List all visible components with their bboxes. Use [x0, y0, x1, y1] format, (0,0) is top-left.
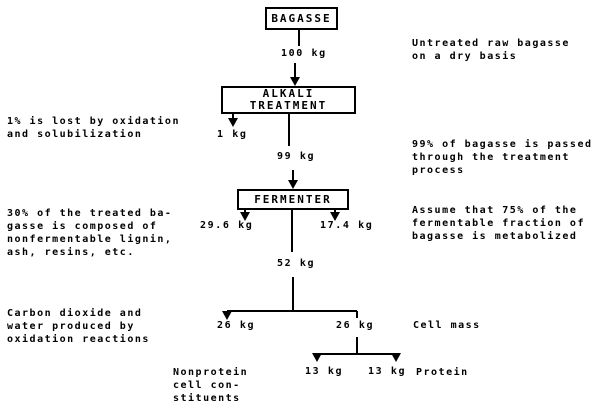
flow-label-loss: 1 kg	[217, 129, 248, 140]
note-metabolized-assume: Assume that 75% of the fermentable fract…	[412, 205, 585, 242]
alkali-treatment-box: ALKALI TREATMENT	[221, 86, 356, 114]
note-cell-mass: Cell mass	[413, 320, 481, 331]
flow-label-treated: 99 kg	[277, 151, 316, 162]
flow-label-feed: 100 kg	[281, 48, 327, 59]
note-nonprotein-constituents: Nonprotein cell con- stituents	[173, 367, 249, 404]
fermenter-box: FERMENTER	[237, 189, 349, 210]
flow-label-cell-mass: 26 kg	[336, 320, 375, 331]
bagasse-box: BAGASSE	[265, 7, 338, 30]
arrowhead-unmetab	[330, 212, 340, 221]
arrowhead-feed	[290, 77, 300, 86]
note-co2-water: Carbon dioxide and water produced by oxi…	[7, 308, 150, 345]
flow-label-metabolized: 52 kg	[277, 258, 316, 269]
flow-label-nonfermentable: 29.6 kg	[200, 220, 254, 231]
fermenter-box-label: FERMENTER	[254, 192, 332, 206]
flow-label-nonprotein: 13 kg	[305, 366, 344, 377]
bagasse-box-label: BAGASSE	[271, 11, 332, 25]
note-protein: Protein	[416, 367, 469, 378]
note-nonfermentable-comp: 30% of the treated ba- gasse is composed…	[7, 208, 173, 258]
arrowhead-loss	[228, 118, 238, 127]
flow-label-co2-water: 26 kg	[217, 320, 256, 331]
note-treatment-passed: 99% of bagasse is passed through the tre…	[412, 139, 593, 176]
arrowhead-nonprotein	[312, 353, 322, 362]
arrowhead-nonferm	[240, 212, 250, 221]
alkali-box-label-line2: TREATMENT	[249, 99, 328, 112]
arrowhead-co2	[222, 311, 232, 320]
flow-label-protein: 13 kg	[368, 366, 407, 377]
arrowhead-treated	[288, 180, 298, 189]
flow-label-unmetabolized: 17.4 kg	[320, 220, 374, 231]
alkali-box-label-line1: ALKALI	[262, 87, 315, 100]
note-oxidation-loss: 1% is lost by oxidation and solubilizati…	[7, 116, 180, 140]
note-untreated-basis: Untreated raw bagasse on a dry basis	[412, 38, 570, 62]
arrowhead-protein	[391, 353, 401, 362]
